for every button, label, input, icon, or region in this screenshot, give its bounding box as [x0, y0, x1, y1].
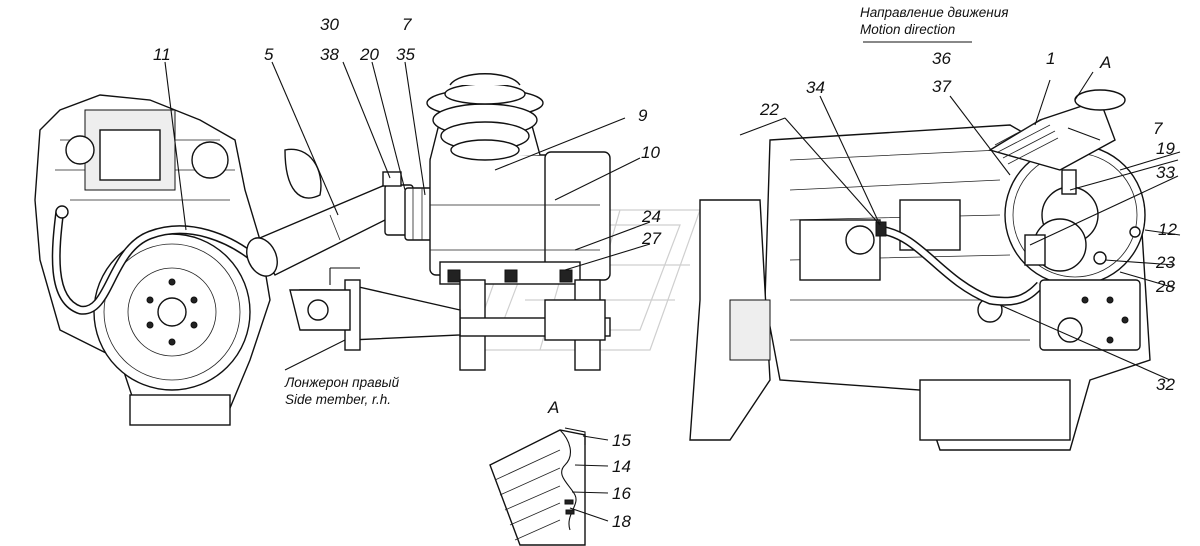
intake-pipe [246, 171, 436, 277]
direction-caption-en: Motion direction [860, 22, 955, 37]
brackets-side-member [289, 267, 611, 371]
callout-27: 27 [641, 229, 661, 248]
callout-32: 32 [1156, 375, 1175, 394]
callout-labels: 11 5 30 38 20 7 35 9 10 24 27 22 34 36 3… [153, 15, 1177, 531]
captions: Направление движения Motion direction Ло… [284, 5, 1008, 407]
callout-36: 36 [932, 49, 951, 68]
detail-a-title: A [547, 398, 559, 417]
callout-19: 19 [1156, 139, 1175, 158]
callout-33: 33 [1156, 163, 1175, 182]
callout-30: 30 [320, 15, 339, 34]
direction-caption-ru: Направление движения [860, 5, 1008, 20]
callout-7-right: 7 [1153, 119, 1163, 138]
callout-38: 38 [320, 45, 339, 64]
air-cleaner-left [426, 73, 611, 285]
callout-20: 20 [359, 45, 379, 64]
engine-front-view [34, 94, 336, 426]
side-member-caption-ru: Лонжерон правый [284, 375, 400, 390]
callout-5: 5 [264, 45, 274, 64]
detail-a [489, 427, 586, 546]
air-cleaner-right [988, 89, 1146, 351]
callout-10: 10 [641, 143, 660, 162]
callout-22: 22 [759, 100, 779, 119]
callout-34: 34 [806, 78, 825, 97]
callout-16: 16 [612, 484, 631, 503]
callout-11: 11 [153, 45, 171, 64]
callout-12: 12 [1158, 220, 1177, 239]
callout-24: 24 [641, 207, 661, 226]
side-member-caption-en: Side member, r.h. [285, 392, 391, 407]
callout-35: 35 [396, 45, 415, 64]
callout-18: 18 [612, 512, 631, 531]
callout-28: 28 [1155, 277, 1175, 296]
callout-15: 15 [612, 431, 631, 450]
callout-14: 14 [612, 457, 631, 476]
callout-9: 9 [638, 106, 648, 125]
callout-37: 37 [932, 77, 951, 96]
callout-23: 23 [1155, 253, 1175, 272]
leader-lines [164, 41, 1181, 522]
view-a-marker: A [1099, 53, 1111, 72]
sensor-30 [382, 171, 402, 187]
callout-1: 1 [1046, 49, 1055, 68]
callout-7-left: 7 [402, 15, 412, 34]
